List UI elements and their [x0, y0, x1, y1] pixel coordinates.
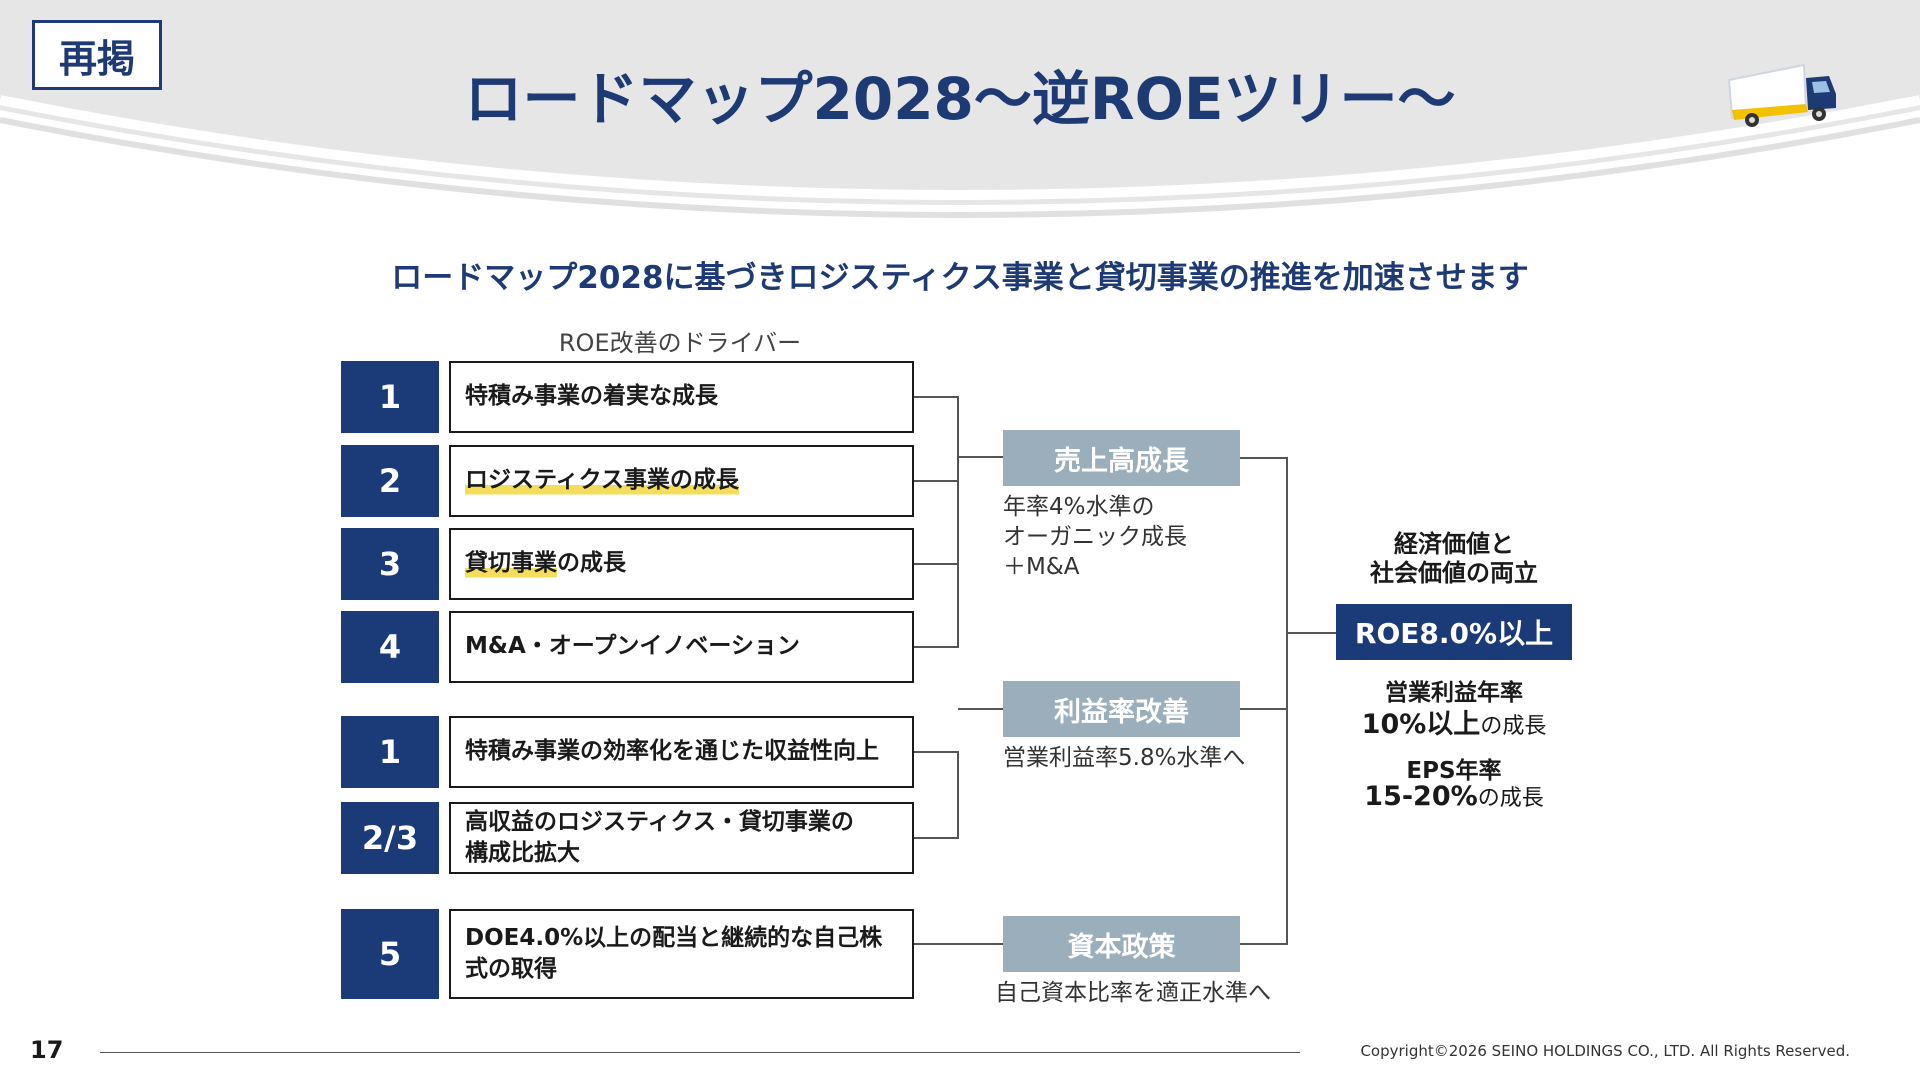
op-profit-label: 営業利益年率	[1385, 680, 1523, 706]
category-revenue-desc: 年率4%水準の オーガニック成長 ＋M&A	[1003, 494, 1187, 580]
driver-item: ロジスティクス事業の成長	[449, 445, 914, 517]
category-margin-improvement: 利益率改善	[1003, 681, 1240, 737]
page-title: ロードマップ2028～逆ROEツリー～	[464, 65, 1456, 133]
eps-target: 15-20%の成長	[1336, 780, 1572, 812]
driver-number: 5	[341, 909, 439, 999]
driver-number: 1	[341, 716, 439, 788]
eps-suffix: の成長	[1477, 786, 1544, 811]
driver-item: M&A・オープンイノベーション	[449, 611, 914, 683]
op-profit-value: 10%以上	[1361, 709, 1481, 740]
driver-item: 特積み事業の着実な成長	[449, 361, 914, 433]
drivers-caption: ROE改善のドライバー	[558, 329, 802, 357]
footer-divider	[100, 1052, 1300, 1053]
category-margin-desc: 営業利益率5.8%水準へ	[1003, 745, 1246, 771]
page-subtitle: ロードマップ2028に基づきロジスティクス事業と貸切事業の推進を加速させます	[391, 260, 1529, 296]
driver-item: 高収益のロジスティクス・貸切事業の 構成比拡大	[449, 802, 914, 874]
driver-number: 2/3	[341, 802, 439, 874]
driver-item: 貸切事業の成長	[449, 528, 914, 600]
roe-target: ROE8.0%以上	[1336, 604, 1572, 660]
driver-item: 特積み事業の効率化を通じた収益性向上	[449, 716, 914, 788]
driver-text: 特積み事業の着実な成長	[465, 383, 718, 410]
driver-text: 高収益のロジスティクス・貸切事業の 構成比拡大	[465, 808, 854, 866]
goal-heading: 経済価値と 社会価値の両立	[1336, 530, 1572, 588]
page-number: 17	[30, 1036, 64, 1064]
driver-text: の成長	[557, 550, 626, 577]
driver-text: ロジスティクス事業の成長	[465, 465, 739, 497]
driver-number: 3	[341, 528, 439, 600]
eps-label: EPS年率	[1406, 758, 1502, 784]
copyright: Copyright©2026 SEINO HOLDINGS CO., LTD. …	[1360, 1042, 1850, 1060]
reprint-badge: 再掲	[32, 20, 162, 90]
driver-number: 1	[341, 361, 439, 433]
driver-text: 特積み事業の効率化を通じた収益性向上	[465, 738, 879, 765]
category-revenue-growth: 売上高成長	[1003, 430, 1240, 486]
op-profit-target: 10%以上の成長	[1336, 702, 1572, 741]
driver-number: 4	[341, 611, 439, 683]
driver-text-highlight: 貸切事業	[465, 548, 557, 580]
driver-item: DOE4.0%以上の配当と継続的な自己株 式の取得	[449, 909, 914, 999]
truck-icon	[1727, 63, 1836, 127]
op-profit-suffix: の成長	[1480, 714, 1547, 739]
goal-heading-line2: 社会価値の両立	[1370, 558, 1538, 587]
driver-number: 2	[341, 445, 439, 517]
header-background	[0, 0, 1920, 218]
category-capital-desc: 自己資本比率を適正水準へ	[995, 980, 1271, 1006]
eps-value: 15-20%	[1364, 781, 1478, 812]
driver-text: DOE4.0%以上の配当と継続的な自己株 式の取得	[465, 924, 883, 982]
driver-text: M&A・オープンイノベーション	[465, 633, 800, 660]
category-capital-policy: 資本政策	[1003, 916, 1240, 972]
goal-heading-line1: 経済価値と	[1394, 530, 1514, 558]
